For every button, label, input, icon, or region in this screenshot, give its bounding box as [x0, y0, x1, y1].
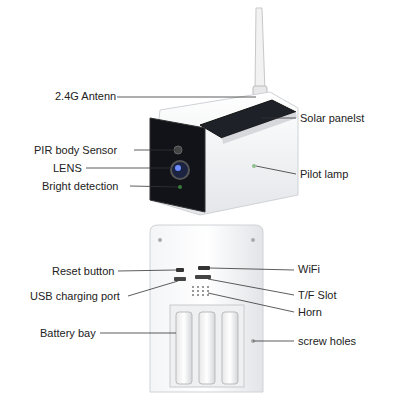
callout-label: screw holes: [298, 335, 356, 348]
callout-label: T/F Slot: [298, 289, 337, 302]
back-panel: [150, 225, 263, 392]
callout-label: PIR body Sensor: [34, 144, 117, 157]
callout-label: Bright detection: [42, 180, 118, 193]
camera-body: [150, 92, 298, 215]
antenna: [253, 8, 267, 96]
callout-label: Pilot lamp: [300, 168, 348, 181]
callout-label: LENS: [53, 162, 82, 175]
callout-label: Battery bay: [40, 327, 96, 340]
callout-label: USB charging port: [30, 290, 120, 303]
callout-label: WiFi: [298, 263, 320, 276]
callout-label: Solar panelst: [300, 112, 364, 125]
leader-lines: [86, 97, 296, 341]
callout-label: 2.4G Antenn: [55, 90, 116, 103]
callout-label: Horn: [298, 306, 322, 319]
callout-label: Reset button: [52, 265, 114, 278]
